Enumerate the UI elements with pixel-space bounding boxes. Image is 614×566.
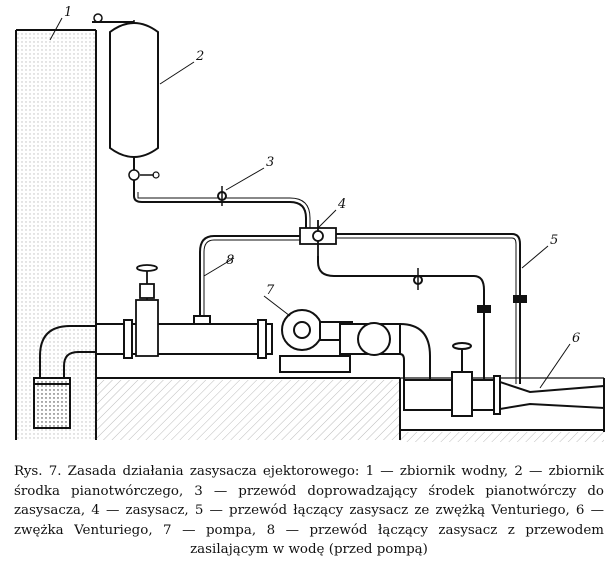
label-4: 4	[337, 197, 346, 212]
discharge-pipe	[339, 322, 431, 380]
gate-valve	[135, 264, 159, 357]
foam-supply-line	[133, 186, 311, 236]
label-5: 5	[550, 233, 558, 248]
main-water-pipe	[95, 319, 273, 359]
ejector-diagram: 1 2 3 4 5 6 7 8	[15, 5, 605, 442]
venturi-pipe	[403, 342, 605, 417]
label-7: 7	[266, 283, 275, 298]
caption-prefix: Rys. 7.	[14, 464, 62, 479]
label-1: 1	[64, 5, 72, 20]
figure-caption: Rys. 7. Zasada działania zasysacza ejekt…	[14, 462, 604, 560]
label-2: 2	[195, 49, 204, 64]
caption-text: Zasada działania zasysacza ejektorowego:…	[14, 464, 604, 557]
label-8: 8	[226, 253, 234, 268]
foam-concentrate-tank	[92, 13, 160, 188]
venturi-line	[317, 233, 527, 384]
water-tank	[15, 29, 97, 440]
label-6: 6	[572, 331, 580, 346]
label-3: 3	[266, 155, 274, 170]
suction-pipe	[33, 325, 96, 429]
ground	[96, 377, 605, 442]
callouts	[49, 17, 571, 389]
pump-suction-line	[193, 235, 300, 325]
